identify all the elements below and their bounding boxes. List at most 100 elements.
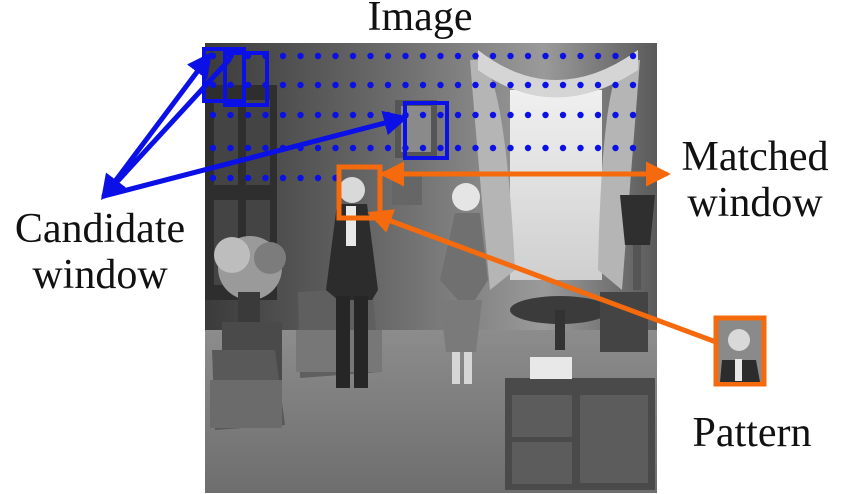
grid-dot (279, 111, 287, 119)
matched-window-box (336, 164, 383, 221)
grid-dot (349, 144, 357, 152)
grid-dot (594, 144, 602, 152)
grid-dot (367, 81, 374, 89)
grid-dot (384, 111, 392, 119)
grid-dot (262, 144, 269, 152)
grid-dot (629, 81, 637, 89)
grid-dot (349, 111, 357, 119)
grid-dot (629, 144, 637, 152)
grid-dot (209, 174, 217, 182)
grid-dot (244, 81, 252, 89)
image-label: Image (367, 0, 473, 40)
grid-dot (489, 111, 497, 119)
grid-dot (367, 52, 374, 60)
candidate-arrow (101, 52, 212, 200)
grid-dot (454, 81, 462, 89)
grid-dot (507, 111, 514, 119)
matched-arrows (367, 161, 719, 345)
grid-dot (297, 174, 304, 182)
grid-dot (244, 144, 252, 152)
candidate-arrow (101, 57, 232, 199)
grid-dot (577, 52, 584, 60)
grid-dot (594, 81, 602, 89)
grid-dot (472, 52, 479, 60)
candidate-window-label: Candidate window (0, 206, 200, 298)
grid-dot (419, 52, 427, 60)
grid-dot (489, 52, 497, 60)
grid-dot (629, 111, 637, 119)
grid-dot (384, 81, 392, 89)
grid-dot (489, 81, 497, 89)
grid-dot (542, 81, 549, 89)
grid-dot (454, 144, 462, 152)
grid-dot (542, 111, 549, 119)
grid-dot (349, 52, 357, 60)
pattern-arrow (367, 209, 719, 345)
grid-dot (367, 144, 374, 152)
grid-dot (524, 52, 532, 60)
candidate-label-line2: window (32, 252, 168, 298)
grid-dot (437, 111, 444, 119)
grid-dot (472, 81, 479, 89)
grid-dot (577, 111, 584, 119)
grid-dot (594, 52, 602, 60)
grid-dot (472, 144, 479, 152)
grid-dot (629, 52, 637, 60)
grid-dot (454, 111, 462, 119)
grid-dot (612, 52, 619, 60)
grid-dot (559, 52, 567, 60)
grid-dot (612, 144, 619, 152)
grid-dot (612, 81, 619, 89)
grid-dot (542, 144, 549, 152)
matched-label-line2: window (687, 180, 823, 226)
grid-dot (559, 144, 567, 152)
grid-dot (209, 111, 217, 119)
grid-dot (314, 81, 322, 89)
grid-dot (314, 52, 322, 60)
grid-dot (577, 81, 584, 89)
candidate-label-line1: Candidate (14, 206, 186, 252)
grid-dot (489, 144, 497, 152)
grid-dot (577, 144, 584, 152)
candidate-arrows (101, 52, 409, 200)
grid-dot (209, 144, 217, 152)
candidate-arrow (101, 110, 409, 199)
grid-dot (314, 174, 322, 182)
grid-dot (349, 81, 357, 89)
grid-dot (244, 174, 252, 182)
grid-dot (227, 144, 234, 152)
grid-dot (332, 111, 339, 119)
grid-dot (437, 81, 444, 89)
grid-dot (244, 111, 252, 119)
grid-dot (332, 52, 339, 60)
grid-dot (559, 81, 567, 89)
grid-dot (437, 144, 444, 152)
grid-dot (594, 111, 602, 119)
grid-dot (524, 144, 532, 152)
grid-dot (314, 144, 322, 152)
pattern-thumbnail (713, 315, 767, 387)
candidate-dot-grid (209, 52, 637, 182)
scene-photo (205, 43, 657, 493)
grid-dot (367, 111, 374, 119)
grid-dot (419, 111, 427, 119)
matched-window-label: Matched window (660, 134, 847, 226)
grid-dot (419, 144, 427, 152)
candidate-window-box (223, 51, 269, 107)
grid-dot (332, 81, 339, 89)
grid-dot (384, 144, 392, 152)
grid-dot (454, 52, 462, 60)
grid-dot (542, 52, 549, 60)
grid-dot (314, 111, 322, 119)
grid-dot (507, 52, 514, 60)
grid-dot (297, 52, 304, 60)
grid-dot (507, 144, 514, 152)
grid-dot (279, 174, 287, 182)
grid-dot (227, 81, 234, 89)
grid-dot (402, 52, 409, 60)
matched-label-line1: Matched (681, 134, 829, 180)
grid-dot (297, 111, 304, 119)
grid-dot (419, 81, 427, 89)
grid-dot (227, 174, 234, 182)
